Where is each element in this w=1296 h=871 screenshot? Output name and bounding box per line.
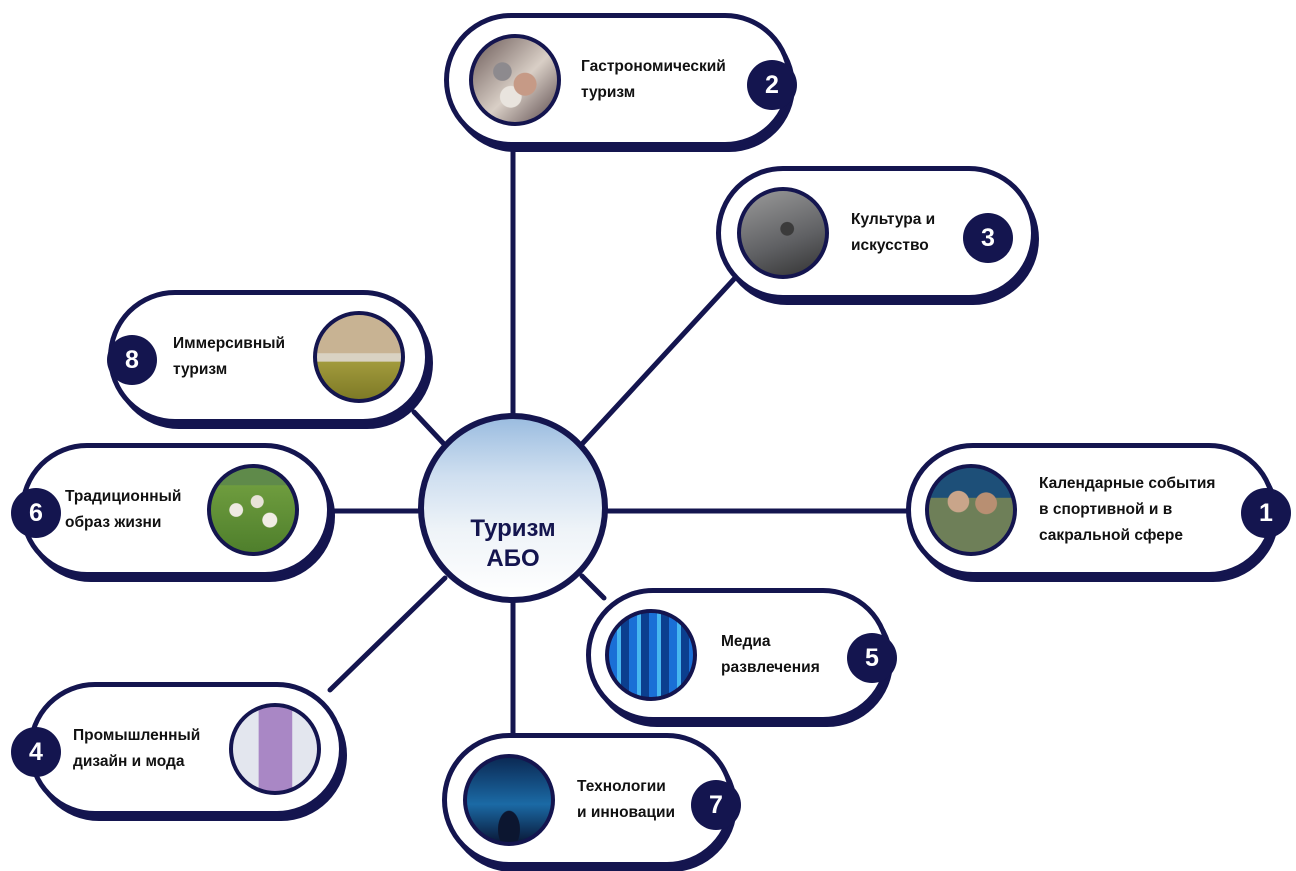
number-badge: 3 (963, 213, 1013, 263)
number-badge: 7 (691, 780, 741, 830)
node-label: Культура и искусство (851, 211, 936, 254)
number-badge: 2 (747, 60, 797, 110)
node-media-entertainment[interactable]: Медиа развлечения 5 (586, 588, 897, 722)
node-industrial-design-fashion[interactable]: 4 Промышленный дизайн и мода (11, 682, 344, 816)
fashion-icon (229, 703, 321, 795)
node-calendar-events[interactable]: Календарные события в спортивной и в сак… (906, 443, 1291, 577)
node-label: Иммерсивный туризм (173, 335, 285, 378)
number-badge: 4 (11, 727, 61, 777)
node-label: Календарные события в спортивной и в сак… (1039, 475, 1216, 544)
hub-title: Туризм АБО (470, 515, 556, 572)
node-label: Медиа развлечения (721, 633, 820, 676)
yurt-steppe-icon (313, 311, 405, 403)
connector-3 (579, 275, 738, 447)
node-label: Промышленный дизайн и мода (73, 727, 201, 770)
node-label: Технологии и инновации (577, 778, 676, 821)
connector-8 (411, 409, 447, 447)
number-badge: 8 (107, 335, 157, 385)
number-badge: 1 (1241, 488, 1291, 538)
node-culture-and-art[interactable]: Культура и искусство 3 (716, 166, 1036, 300)
number-badge: 5 (847, 633, 897, 683)
node-immersive-tourism[interactable]: 8 Иммерсивный туризм (107, 290, 430, 424)
central-hub[interactable]: Туризм АБО (418, 413, 608, 603)
technology-icon (463, 754, 555, 846)
archer-sculpture-icon (737, 187, 829, 279)
connector-4 (327, 575, 448, 693)
node-traditional-lifestyle[interactable]: 6 Традиционный образ жизни (11, 443, 332, 577)
node-label: Традиционный образ жизни (65, 488, 182, 531)
media-screens-icon (605, 609, 697, 701)
sheep-icon (207, 464, 299, 556)
number-badge: 6 (11, 488, 61, 538)
wrestling-icon (925, 464, 1017, 556)
food-icon (469, 34, 561, 126)
connector-5 (579, 573, 607, 601)
node-technology-innovation[interactable]: Технологии и инновации 7 (442, 733, 741, 867)
node-gastronomic-tourism[interactable]: Гастрономический туризм 2 (444, 13, 797, 147)
node-label: Гастрономический туризм (581, 58, 726, 101)
